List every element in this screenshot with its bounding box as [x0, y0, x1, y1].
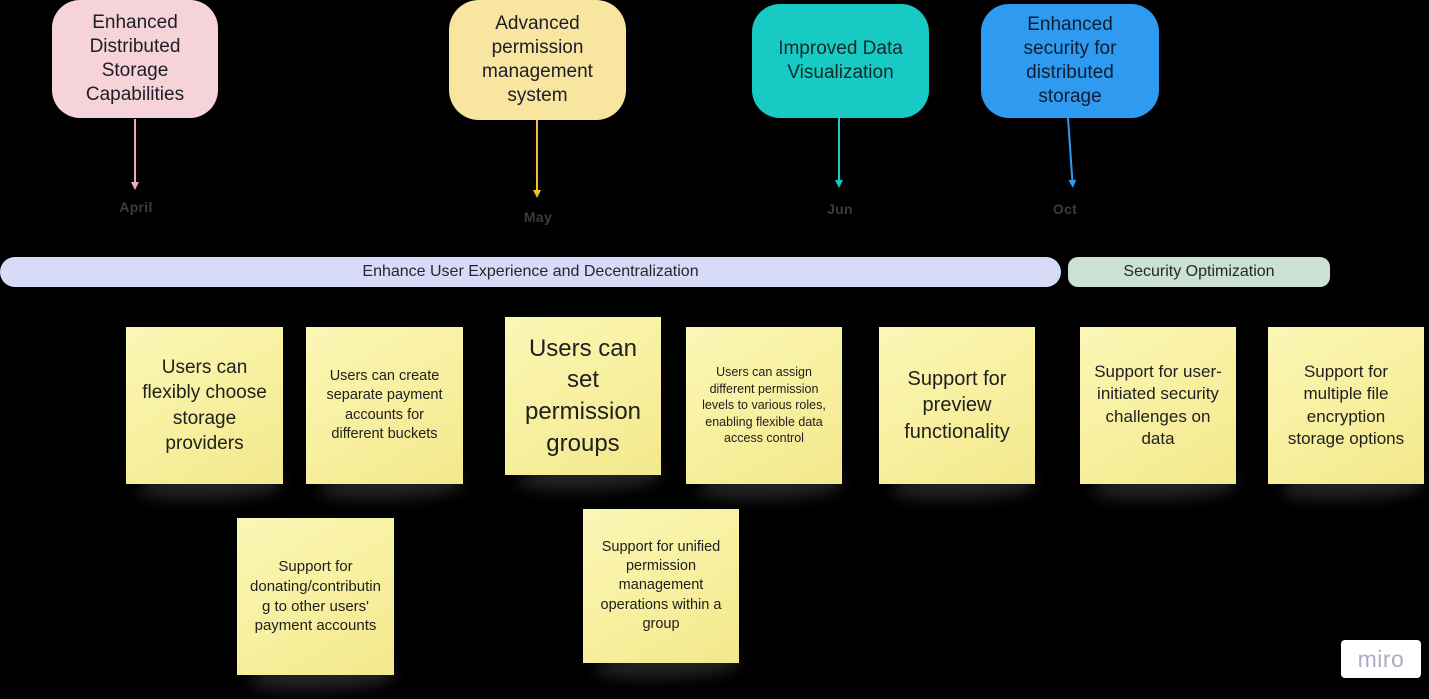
connector-line-oct[interactable]: [1064, 117, 1077, 189]
phase-bar-user-experience[interactable]: Enhance User Experience and Decentraliza…: [0, 257, 1061, 287]
arrow-down-icon: [835, 180, 843, 188]
sticky-note-unified-permission-management[interactable]: Support for unified permission managemen…: [583, 509, 739, 663]
sticky-note-choose-providers[interactable]: Users can flexibly choose storage provid…: [126, 327, 283, 484]
month-label-jun[interactable]: Jun: [827, 201, 853, 217]
phase-label: Enhance User Experience and Decentraliza…: [362, 263, 699, 280]
sticky-note-text: Support for unified permission managemen…: [600, 539, 722, 632]
sticky-note-assign-permission-levels[interactable]: Users can assign different permission le…: [686, 327, 842, 484]
milestone-title: Enhanced Distributed Storage Capabilitie…: [85, 12, 185, 105]
sticky-note-security-challenges[interactable]: Support for user-initiated security chal…: [1080, 327, 1236, 484]
milestone-callout-may[interactable]: Advanced permission management system: [449, 0, 626, 120]
phase-label: Security Optimization: [1123, 263, 1275, 280]
milestone-callout-april[interactable]: Enhanced Distributed Storage Capabilitie…: [52, 0, 218, 118]
sticky-note-text: Users can set permission groups: [524, 334, 642, 457]
month-label-oct[interactable]: Oct: [1052, 201, 1078, 217]
connector-line-may[interactable]: [533, 120, 541, 198]
milestone-title: Improved Data Visualization: [778, 38, 903, 83]
milestone-callout-oct[interactable]: Enhanced security for distributed storag…: [981, 4, 1159, 118]
sticky-note-text: Users can flexibly choose storage provid…: [142, 357, 267, 454]
sticky-note-text: Support for user-initiated security chal…: [1094, 361, 1222, 448]
sticky-note-permission-groups[interactable]: Users can set permission groups: [505, 317, 661, 475]
connector-line-jun[interactable]: [835, 118, 843, 188]
milestone-callout-jun[interactable]: Improved Data Visualization: [752, 4, 929, 118]
sticky-note-donating-accounts[interactable]: Support for donating/contributing to oth…: [237, 518, 394, 675]
sticky-note-text: Users can assign different permission le…: [702, 365, 826, 446]
phase-bar-security-optimization[interactable]: Security Optimization: [1068, 257, 1330, 287]
sticky-note-separate-payment-accounts[interactable]: Users can create separate payment accoun…: [306, 327, 463, 484]
miro-logo: miro: [1341, 640, 1421, 678]
milestone-title: Advanced permission management system: [482, 13, 593, 106]
connector-shaft: [134, 119, 136, 182]
sticky-note-preview-functionality[interactable]: Support for preview functionality: [879, 327, 1035, 484]
connector-shaft: [838, 118, 840, 180]
connector-line-april[interactable]: [131, 119, 139, 190]
arrow-down-icon: [131, 182, 139, 190]
month-label-april[interactable]: April: [119, 199, 153, 215]
sticky-note-encryption-options[interactable]: Support for multiple file encryption sto…: [1268, 327, 1424, 484]
milestone-title: Enhanced security for distributed storag…: [1023, 14, 1117, 107]
sticky-note-text: Users can create separate payment accoun…: [326, 368, 443, 442]
sticky-note-text: Support for donating/contributing to oth…: [250, 557, 381, 635]
miro-logo-text: miro: [1357, 645, 1405, 672]
month-label-may[interactable]: May: [523, 209, 553, 225]
connector-shaft: [536, 120, 538, 190]
sticky-note-text: Support for preview functionality: [904, 367, 1010, 443]
sticky-note-text: Support for multiple file encryption sto…: [1287, 361, 1405, 448]
arrow-down-icon: [533, 190, 541, 198]
connector-shaft: [1067, 117, 1074, 180]
arrow-down-icon: [1068, 179, 1077, 189]
